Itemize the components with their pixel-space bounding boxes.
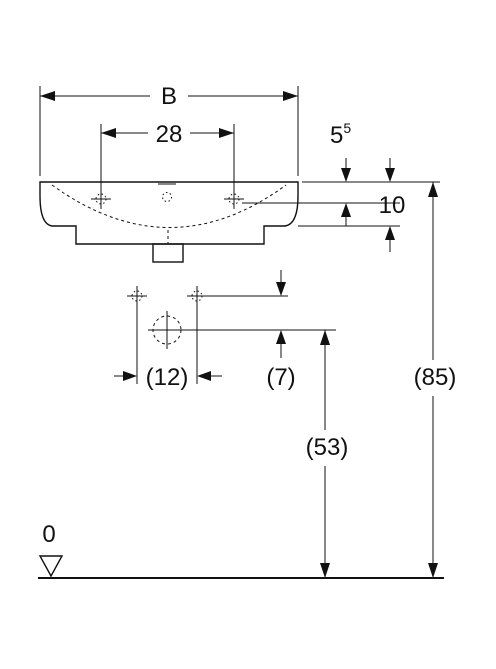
tap-hole-right-icon [223,188,245,210]
drain-height-label: (53) [306,434,349,461]
tap-hole-left-icon [90,188,112,210]
width-label: B [161,83,177,110]
dimension-width: B [39,83,299,176]
dimension-rim: 55 10 [242,120,440,252]
total-height-label: (85) [414,364,457,391]
rim-height-label: 10 [379,192,406,219]
basin-outline [39,181,299,263]
dimension-tap-spacing: 28 [100,121,235,190]
dimension-drain-height: (53) [306,330,349,578]
tap-spacing-label: 28 [156,121,183,148]
level-triangle-icon [38,555,64,578]
rim-offset-label: 55 [330,120,351,149]
dimension-supply: (7) (12) [114,270,336,391]
supply-valve-right-icon [186,285,208,307]
supply-offset-label: (7) [266,364,295,391]
supply-valve-left-icon [126,285,148,307]
floor-level: 0 [38,521,444,579]
supply-spacing-label: (12) [146,364,189,391]
drain-connection-icon [148,311,186,349]
dimension-total-height: (85) [414,182,457,578]
floor-level-label: 0 [42,521,55,548]
